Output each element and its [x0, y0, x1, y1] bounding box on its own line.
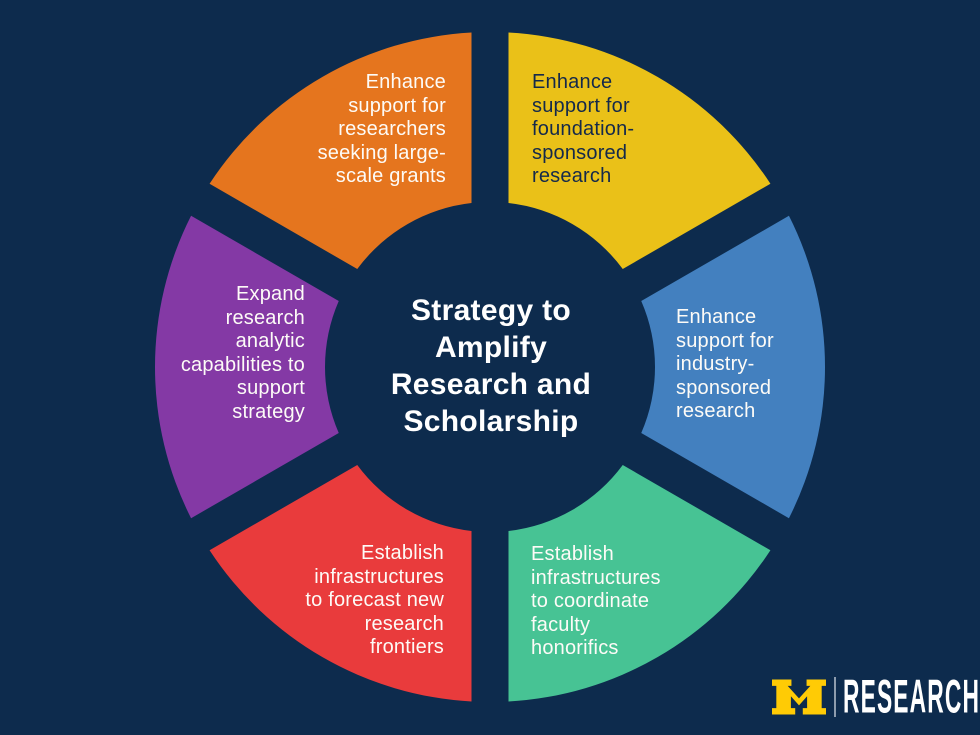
segment-label-line: to forecast new	[305, 589, 444, 611]
segment-wedge-large-scale-grants	[209, 32, 472, 270]
segment-label-line: Expand	[235, 283, 305, 305]
segment-label-line: Establish	[531, 543, 614, 565]
segment-label-line: industry-	[676, 353, 755, 375]
logo-divider	[834, 677, 836, 717]
segment-label-line: research	[532, 165, 612, 187]
segment-label-line: Establish	[361, 542, 444, 564]
segment-label-line: sponsored	[676, 376, 772, 399]
segment-label-line: researchers	[338, 118, 446, 140]
segment-label-line: frontiers	[369, 636, 444, 658]
segment-label-line: sponsored	[532, 141, 628, 164]
diagram-title-line: Strategy to	[411, 294, 571, 327]
diagram-title-line: Research and	[390, 368, 592, 401]
segment-label-line: foundation-	[532, 118, 635, 140]
diagram-title-line: Amplify	[434, 331, 548, 364]
segment-wedge-industry-research	[641, 215, 826, 519]
block-m-icon	[772, 679, 826, 715]
segment-label-line: infrastructures	[531, 566, 661, 589]
diagram-title-line: Scholarship	[403, 405, 579, 438]
segment-label-line: support for	[348, 94, 446, 117]
segment-wedge-forecast-frontiers	[209, 465, 472, 702]
segment-label-line: Enhance	[365, 71, 446, 93]
research-logo: RESEARCH	[772, 670, 980, 722]
segment-label-line: seeking large-	[317, 141, 446, 164]
segment-label-line: to coordinate	[531, 590, 650, 612]
segment-label-line: infrastructures	[314, 565, 444, 588]
segment-label-line: scale grants	[335, 165, 446, 187]
segment-label-line: honorifics	[531, 637, 619, 659]
segment-label-line: support for	[676, 329, 774, 352]
segment-label-line: research	[676, 400, 756, 422]
segment-label-line: support for	[532, 94, 630, 117]
segment-label-line: faculty	[531, 613, 591, 636]
segment-wedge-foundation-research	[508, 32, 771, 270]
logo-wordmark: RESEARCH	[843, 670, 980, 723]
segment-wedge-faculty-honorifics	[508, 465, 771, 702]
segment-label-line: Enhance	[676, 306, 757, 328]
segment-label-line: Enhance	[532, 71, 613, 93]
segment-label-line: research	[225, 306, 305, 329]
segment-label-line: analytic	[235, 330, 305, 352]
segment-label-line: support	[236, 377, 305, 399]
segment-label-line: research	[364, 612, 444, 635]
segment-label-line: capabilities to	[180, 353, 305, 376]
segment-wedge-research-analytics	[154, 215, 339, 519]
segment-label-line: strategy	[232, 400, 305, 423]
